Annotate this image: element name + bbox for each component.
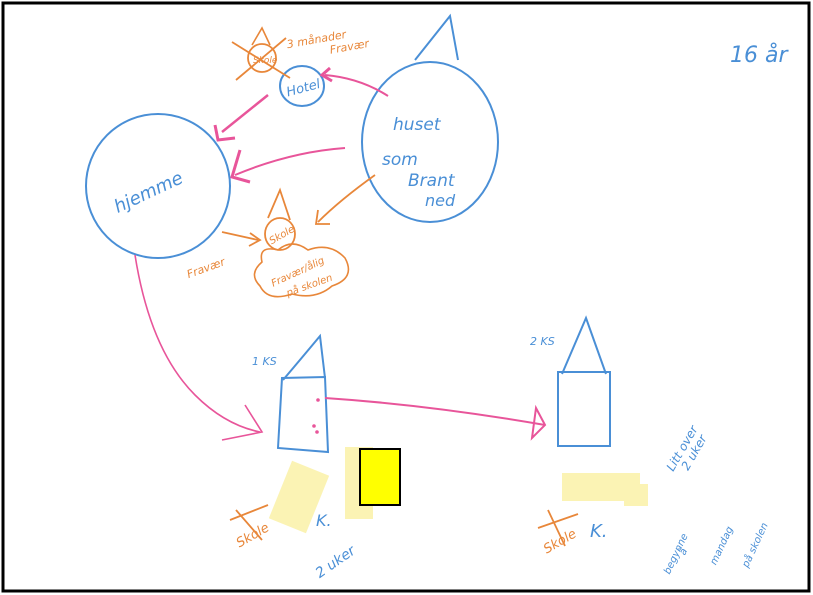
cross-out-icon-3 [537, 509, 579, 547]
ned-label: ned [425, 191, 456, 210]
building-1ks: 1 KS [252, 333, 330, 454]
arrow-hotel-to-home [221, 94, 269, 133]
building-1ks-body [276, 375, 330, 454]
skole-top-circle [247, 43, 277, 73]
arrowhead-hotel [319, 66, 333, 83]
building-2ks: 2 KS [530, 315, 611, 447]
skole-top-node: Skole 3 månader Fravær [231, 26, 371, 81]
school-roof-icon [251, 26, 271, 46]
school-roof-icon-2 [267, 187, 291, 221]
fravaer-left-label: Fravær [185, 255, 228, 281]
brant-label: Brant [408, 171, 456, 191]
skole-top-label: Skole [253, 56, 278, 66]
skole-mid-circle [264, 217, 296, 251]
house-circle [361, 61, 499, 223]
building-2ks-label: 2 KS [530, 335, 555, 348]
sticky-note-left-1 [268, 460, 330, 534]
cloud-shape [253, 243, 350, 298]
som-label: som [382, 150, 418, 170]
skole-bottom-right-label: Skole [541, 527, 579, 558]
hotel-circle [279, 65, 325, 107]
burned-house-node: huset som Brant ned [361, 13, 499, 223]
arrowhead-1ks [221, 404, 264, 441]
arrow-fravaer [221, 231, 259, 241]
hjemme-circle [85, 113, 231, 259]
arrowhead-fravaer [248, 232, 262, 247]
begynne-line-4: på skolen [738, 520, 771, 570]
yellow-box [359, 448, 401, 506]
weeks-left-label: 2 uker [313, 542, 360, 581]
begynne-line-3: mandag [709, 525, 736, 567]
building-2ks-body [557, 371, 611, 447]
building-2ks-roof [561, 315, 607, 375]
arrow-house-to-hotel [324, 74, 389, 97]
sticky-note-right-2 [624, 484, 648, 506]
arrow-1ks-to-2ks [324, 397, 546, 426]
huset-label: huset [393, 115, 442, 135]
hotel-node: Hotel [279, 65, 325, 107]
arrowhead-home [230, 149, 251, 184]
begynne-line-2: å [676, 546, 690, 557]
hotel-label: Hotel [285, 77, 323, 101]
hjemme-label: hjemme [111, 168, 187, 218]
k-left-label: K. [316, 511, 332, 530]
arrowhead-2ks [530, 404, 547, 441]
k-right-label: K. [590, 521, 608, 542]
building-1ks-roof [282, 333, 326, 381]
skole-mid-node: Skole Fravær Fravær/ålig på skolen [185, 187, 350, 300]
skole-bottom-left-label: Skole [234, 520, 272, 551]
arrowhead-school [314, 209, 330, 225]
cross-out-icon-2 [229, 504, 269, 541]
arrow-house-to-school [317, 174, 376, 223]
age-label: 16 år [730, 42, 789, 68]
hjemme-node: hjemme [85, 113, 231, 259]
cross-out-icon [231, 37, 291, 81]
house-roof-icon [414, 13, 459, 61]
arrow-home-to-1ks [134, 254, 261, 433]
arrow-house-to-home [234, 147, 346, 176]
building-1ks-label: 1 KS [252, 355, 277, 368]
arrowhead-home-2 [213, 124, 236, 142]
